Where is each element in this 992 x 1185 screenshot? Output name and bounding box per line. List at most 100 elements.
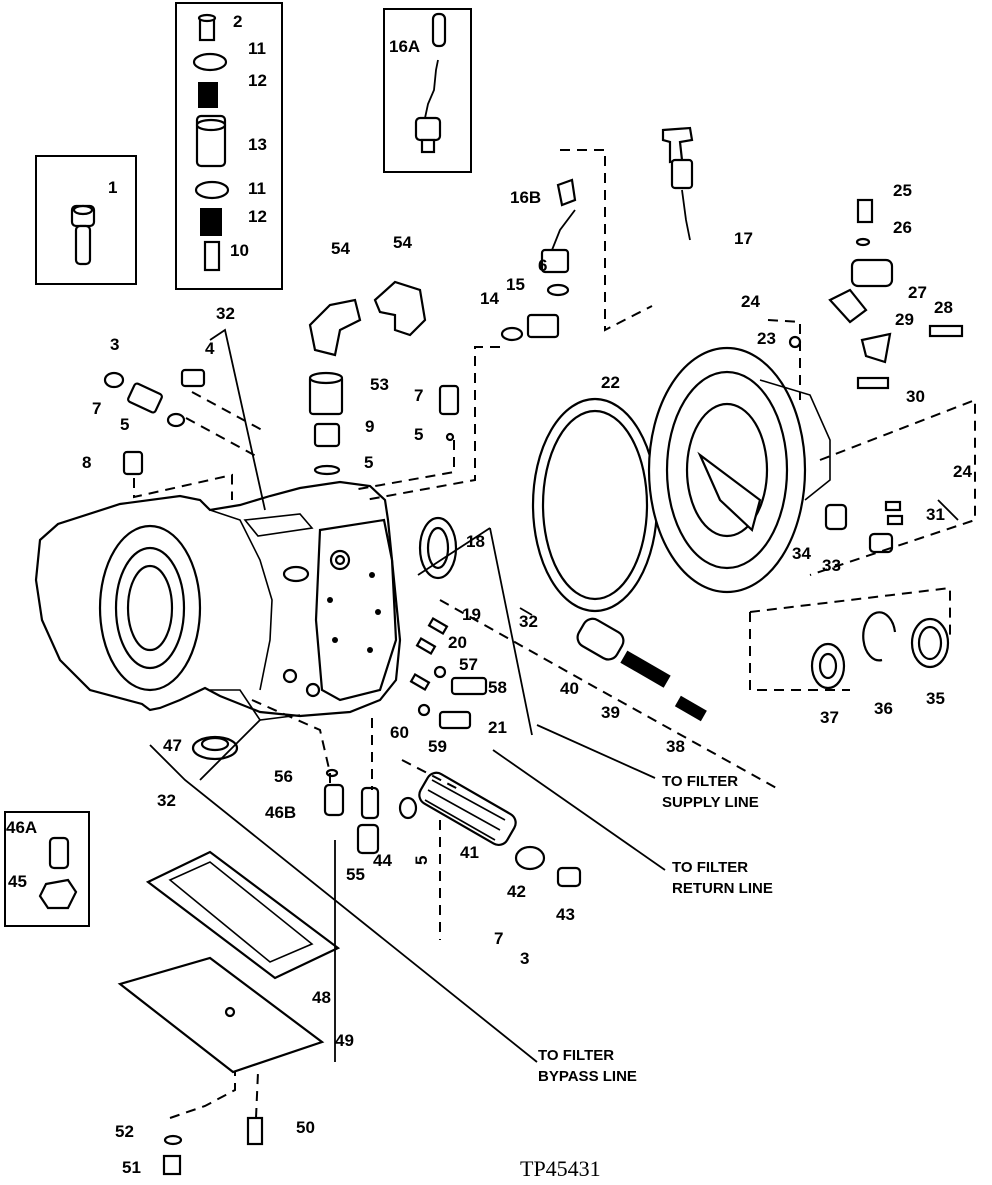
callout-4: 4: [205, 339, 215, 358]
callout-8: 8: [82, 453, 91, 472]
callout-31: 31: [926, 505, 945, 524]
callout-33: 33: [822, 556, 841, 575]
inset-box-part-16a: [383, 8, 472, 173]
part-54-elbows: [308, 280, 427, 357]
small-fittings: [409, 617, 488, 730]
callout-3: 3: [110, 335, 119, 354]
note-bypass-line-1: TO FILTER: [538, 1047, 614, 1064]
callout-32b: 32: [519, 612, 538, 631]
callout-59: 59: [428, 737, 447, 756]
callout-54: 54: [331, 239, 350, 258]
callout-23: 23: [757, 329, 776, 348]
callout-52: 52: [115, 1122, 134, 1141]
callout-9: 9: [365, 417, 374, 436]
parts-50-51-52: [162, 1116, 264, 1176]
callout-5b: 5: [414, 425, 423, 444]
callout-3b: 3: [520, 949, 529, 968]
callout-41: 41: [460, 843, 479, 862]
callout-7: 7: [92, 399, 101, 418]
note-supply-line-2: SUPPLY LINE: [662, 794, 759, 811]
callout-42: 42: [507, 882, 526, 901]
transmission-housing: [34, 480, 402, 721]
callout-38: 38: [666, 737, 685, 756]
callout-40: 40: [560, 679, 579, 698]
callout-12b: 12: [248, 207, 267, 226]
callout-7b: 7: [414, 386, 423, 405]
callout-28: 28: [934, 298, 953, 317]
callout-54b: 54: [393, 233, 412, 252]
callout-27: 27: [908, 283, 927, 302]
note-leader-lines: [149, 328, 959, 1063]
callout-58: 58: [488, 678, 507, 697]
callout-labels: 1 2 3 3 4 5 5 5 5 6 7 7 7 8 9 10 11 11 1…: [6, 12, 972, 1177]
callout-15: 15: [506, 275, 525, 294]
part-41-screen: [418, 771, 582, 888]
callout-5: 5: [120, 415, 129, 434]
callout-26: 26: [893, 218, 912, 237]
callout-34: 34: [792, 544, 811, 563]
callout-36: 36: [874, 699, 893, 718]
callout-6: 6: [538, 256, 547, 275]
parts-35-36-37: [810, 611, 950, 690]
callout-46b: 46B: [265, 803, 296, 822]
callout-7c: 7: [494, 929, 503, 948]
callout-25: 25: [893, 181, 912, 200]
callout-5d: 5: [412, 856, 431, 865]
callout-12: 12: [248, 71, 267, 90]
filter-notes: TO FILTER SUPPLY LINE TO FILTER RETURN L…: [538, 773, 773, 1085]
callout-60: 60: [390, 723, 409, 742]
callout-53: 53: [370, 375, 389, 394]
callout-16a: 16A: [389, 37, 420, 56]
callout-10: 10: [230, 241, 249, 260]
callout-5c: 5: [364, 453, 373, 472]
callout-37: 37: [820, 708, 839, 727]
callout-18: 18: [466, 532, 485, 551]
callout-45: 45: [8, 872, 27, 891]
callout-24: 24: [741, 292, 760, 311]
callout-2: 2: [233, 12, 242, 31]
inset-box-valve-stack: [175, 2, 283, 290]
callout-55: 55: [346, 865, 365, 884]
callout-46a: 46A: [6, 818, 37, 837]
callout-47: 47: [163, 736, 182, 755]
callout-11b: 11: [248, 179, 266, 198]
callout-35: 35: [926, 689, 945, 708]
callout-29: 29: [895, 310, 914, 329]
parts-31-33-34: [824, 500, 904, 554]
callout-30: 30: [906, 387, 925, 406]
callout-13: 13: [248, 135, 267, 154]
callout-43: 43: [556, 905, 575, 924]
part-47-seal: [191, 735, 239, 761]
dashed-guide-lines: [133, 149, 976, 1119]
part-24-converter-housing: [647, 346, 831, 594]
parts-25-30: [788, 198, 964, 390]
part-49-plate: [117, 956, 325, 1074]
callout-14: 14: [480, 289, 499, 308]
callout-51: 51: [122, 1158, 141, 1177]
callout-21: 21: [488, 718, 507, 737]
callout-57: 57: [459, 655, 478, 674]
note-bypass-line-2: BYPASS LINE: [538, 1068, 637, 1085]
callout-20: 20: [448, 633, 467, 652]
parts-38-39-40: [576, 617, 707, 722]
inset-box-part-1: [35, 155, 137, 285]
part-22-gasket: [531, 397, 659, 613]
lower-fittings: [323, 768, 418, 855]
inset-box-part-45-46a: [4, 811, 90, 927]
callout-16b: 16B: [510, 188, 541, 207]
callout-50: 50: [296, 1118, 315, 1137]
callout-49: 49: [335, 1031, 354, 1050]
part-48-gasket: [145, 850, 341, 980]
callout-11: 11: [248, 39, 266, 58]
part-1-fitting: [70, 204, 96, 266]
callout-39: 39: [601, 703, 620, 722]
callout-48: 48: [312, 988, 331, 1007]
callout-1: 1: [108, 178, 117, 197]
callout-19: 19: [462, 605, 481, 624]
parts-45-46a: [38, 836, 78, 910]
callout-56: 56: [274, 767, 293, 786]
callout-24b: 24: [953, 462, 972, 481]
callout-17: 17: [734, 229, 753, 248]
callout-32: 32: [216, 304, 235, 323]
